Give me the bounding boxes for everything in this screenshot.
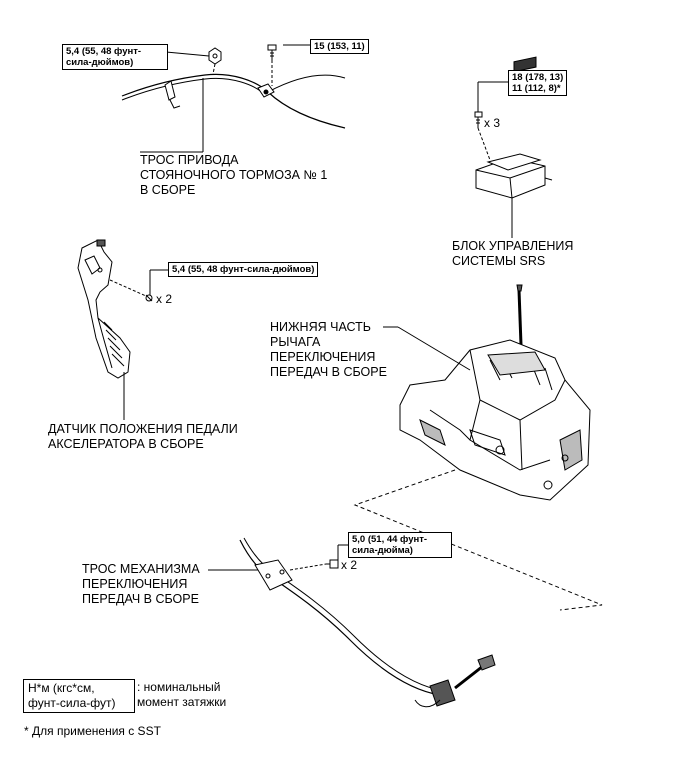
srs-unit-drawing bbox=[475, 56, 553, 199]
torque-pedal-bolts: 5,4 (55, 48 фунт-сила-дюймов) bbox=[168, 262, 319, 277]
torque-parking-bolt: 15 (153, 11) bbox=[310, 39, 369, 54]
label-shift-lever: НИЖНЯЯ ЧАСТЬ РЫЧАГА ПЕРЕКЛЮЧЕНИЯ ПЕРЕДАЧ… bbox=[270, 320, 387, 379]
legend-units-box: Н*м (кгс*см, фунт-сила-фут) bbox=[23, 679, 135, 713]
pedal-bolt-icon bbox=[145, 294, 153, 302]
torque-parking-nut: 5,4 (55, 48 фунт- сила-дюймов) bbox=[62, 44, 168, 70]
label-srs-unit: БЛОК УПРАВЛЕНИЯ СИСТЕМЫ SRS bbox=[452, 239, 574, 268]
torque-srs-bolts: 18 (178, 13) 11 (112, 8)* bbox=[508, 70, 568, 96]
label-pedal-sensor: ДАТЧИК ПОЛОЖЕНИЯ ПЕДАЛИ АКСЕЛЕРАТОРА В С… bbox=[48, 422, 238, 451]
srs-bolt-icon bbox=[474, 111, 483, 128]
shift-lever-drawing bbox=[399, 284, 591, 501]
qty-pedal: x 2 bbox=[156, 292, 173, 306]
legend-meaning: : номинальный момент затяжки bbox=[137, 680, 227, 709]
accelerator-pedal-drawing bbox=[77, 239, 131, 379]
shift-cable-drawing bbox=[239, 537, 496, 708]
parking-brake-cable-drawing bbox=[121, 73, 346, 129]
qty-shift: x 2 bbox=[341, 558, 358, 572]
parking-nut-icon bbox=[208, 47, 222, 65]
shift-bolt-icon bbox=[326, 559, 339, 569]
torque-shift-bolts: 5,0 (51, 44 фунт- сила-дюйма) bbox=[348, 532, 452, 558]
label-shift-cable: ТРОС МЕХАНИЗМА ПЕРЕКЛЮЧЕНИЯ ПЕРЕДАЧ В СБ… bbox=[82, 562, 200, 606]
qty-srs: x 3 bbox=[484, 116, 501, 130]
footnote: * Для применения с SST bbox=[24, 724, 161, 738]
label-parking-cable: ТРОС ПРИВОДА СТОЯНОЧНОГО ТОРМОЗА № 1 В С… bbox=[140, 153, 328, 197]
parking-bolt-icon bbox=[267, 44, 277, 60]
